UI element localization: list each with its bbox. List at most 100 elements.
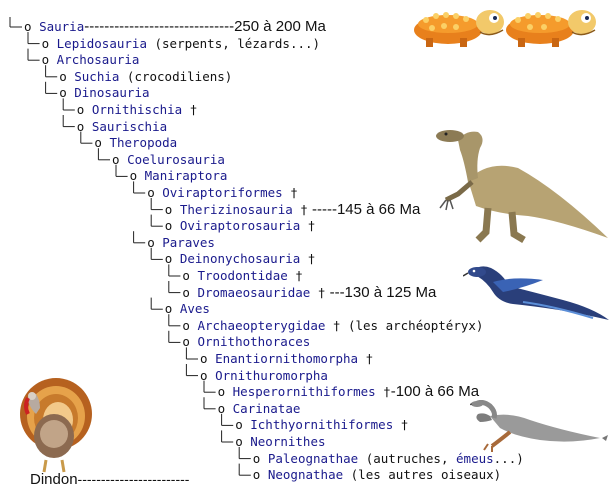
taxon-link[interactable]: Therizinosauria xyxy=(179,201,293,217)
clade-row: o Maniraptora xyxy=(130,168,228,184)
taxon-link[interactable]: Lepidosauria xyxy=(56,35,147,51)
clade-row: o Carinatae xyxy=(218,401,301,417)
node-marker: o xyxy=(235,417,251,433)
taxon-note: (serpents, lézards...) xyxy=(146,35,321,51)
taxon-link[interactable]: Oviraptorosauria xyxy=(179,218,301,234)
taxon-link[interactable]: Dinosauria xyxy=(74,85,150,101)
clade-row: o Troodontidae † xyxy=(182,268,302,284)
clade-row: o Hesperornithiformes †-100 à 66 Ma xyxy=(218,384,480,400)
era-label: -----145 à 66 Ma xyxy=(307,200,421,218)
clade-row: o Neognathae (les autres oiseaux) xyxy=(253,467,501,483)
node-marker: o xyxy=(252,450,268,466)
node-marker: o xyxy=(112,151,128,167)
node-marker: o xyxy=(147,185,163,200)
taxon-note: (autruches, xyxy=(358,450,457,466)
taxon-link[interactable]: Neognathae xyxy=(267,467,344,483)
taxon-link[interactable]: Theropoda xyxy=(109,135,178,151)
dindon-connector: ------------------------ xyxy=(77,471,190,487)
taxon-note: † (les archéoptéryx) xyxy=(325,317,484,333)
taxon-note: † xyxy=(300,251,316,267)
dindon-label: Dindon------------------------ xyxy=(30,470,189,489)
node-marker: o xyxy=(41,35,57,51)
taxon-link[interactable]: Archosauria xyxy=(56,52,140,68)
taxon-note: † xyxy=(310,284,326,300)
taxon-link[interactable]: Paraves xyxy=(162,234,215,250)
clade-row: o Neornithes xyxy=(235,434,325,450)
node-marker: o xyxy=(235,434,251,449)
clade-row: o Paraves xyxy=(147,235,215,251)
hesperornis-image xyxy=(470,400,608,452)
note-link[interactable]: émeus xyxy=(456,450,494,466)
node-marker: o xyxy=(200,367,216,383)
taxon-link[interactable]: Deinonychosauria xyxy=(179,251,301,267)
clade-row: o Archosauria xyxy=(42,52,140,68)
node-marker: o xyxy=(41,52,57,68)
taxon-link[interactable]: Saurischia xyxy=(91,118,168,134)
clade-row: o Lepidosauria (serpents, lézards...) xyxy=(42,36,320,52)
node-marker: o xyxy=(182,334,198,350)
taxon-link[interactable]: Troodontidae xyxy=(197,268,288,283)
taxon-note: † xyxy=(282,185,298,200)
taxon-link[interactable]: Ornithuromorpha xyxy=(215,367,328,383)
clade-row: o Sauria------------------------------25… xyxy=(24,19,326,35)
node-marker: o xyxy=(129,168,145,184)
taxon-link[interactable]: Carinatae xyxy=(232,400,301,416)
taxon-note: † xyxy=(358,351,374,366)
dindon-name: Dindon xyxy=(30,471,78,488)
node-marker: o xyxy=(59,85,75,101)
taxon-note: † xyxy=(375,384,391,400)
clade-row: o Oviraptoriformes † xyxy=(147,185,298,201)
taxon-note: † xyxy=(287,268,303,283)
taxon-link[interactable]: Paleognathae xyxy=(267,450,359,466)
taxon-note: † xyxy=(182,102,198,117)
node-marker: o xyxy=(59,68,75,84)
clade-row: o Suchia (crocodiliens) xyxy=(59,69,232,85)
clade-row: o Ornithischia † xyxy=(77,102,197,118)
node-marker: o xyxy=(147,234,163,250)
era-label: ------------------------------250 à 200 … xyxy=(84,18,326,35)
taxon-link[interactable]: Enantiornithomorpha xyxy=(215,351,359,366)
taxon-link[interactable]: Oviraptoriformes xyxy=(162,185,283,200)
clade-row: o Theropoda xyxy=(94,135,177,151)
taxon-note: † xyxy=(300,218,316,234)
node-marker: o xyxy=(164,201,180,217)
taxon-link[interactable]: Aves xyxy=(179,301,210,317)
clade-row: o Ichthyornithiformes † xyxy=(235,417,408,433)
taxon-note-end: ...) xyxy=(493,450,524,466)
taxon-link[interactable]: Suchia xyxy=(74,68,120,84)
node-marker: o xyxy=(182,317,198,333)
taxon-link[interactable]: Ornithothoraces xyxy=(197,334,311,350)
taxon-link[interactable]: Maniraptora xyxy=(144,168,228,184)
taxon-link[interactable]: Ichthyornithiformes xyxy=(250,417,394,433)
node-marker: o xyxy=(164,301,180,317)
clade-row: o Enantiornithomorpha † xyxy=(200,351,373,367)
taxon-link[interactable]: Neornithes xyxy=(250,434,326,449)
taxon-note: (crocodiliens) xyxy=(119,68,233,84)
taxon-link[interactable]: Coelurosauria xyxy=(127,151,225,167)
clade-row: o Therizinosauria † -----145 à 66 Ma xyxy=(164,200,421,218)
taxon-link[interactable]: Ornithischia xyxy=(91,102,183,117)
clade-row: o Paleognathae (autruches, émeus...) xyxy=(253,451,524,467)
taxon-note: † xyxy=(292,201,308,217)
clade-row: o Aves xyxy=(165,301,210,317)
node-marker: o xyxy=(182,268,198,283)
therizinosaur-image xyxy=(436,130,608,244)
taxon-link[interactable]: Hesperornithiformes xyxy=(232,384,376,400)
node-marker: o xyxy=(182,284,198,300)
taxon-note: † xyxy=(393,417,409,433)
taxon-link[interactable]: Archaeopterygidae xyxy=(197,317,326,333)
clade-row: o Archaeopterygidae † (les archéoptéryx) xyxy=(182,318,483,334)
node-marker: o xyxy=(24,19,40,34)
taxon-link[interactable]: Dromaeosauridae xyxy=(197,284,311,300)
taxon-link[interactable]: Sauria xyxy=(39,19,85,34)
clade-row: o Saurischia xyxy=(77,119,167,135)
clade-row: o Deinonychosauria † xyxy=(165,251,316,267)
taxon-note: (les autres oiseaux) xyxy=(343,467,502,483)
node-marker: o xyxy=(217,384,233,400)
clade-row: o Dromaeosauridae † ---130 à 125 Ma xyxy=(182,284,436,301)
microraptor-image xyxy=(463,266,609,320)
node-marker: o xyxy=(76,102,92,117)
clade-row: o Ornithothoraces xyxy=(182,334,310,350)
node-marker: o xyxy=(94,135,110,151)
